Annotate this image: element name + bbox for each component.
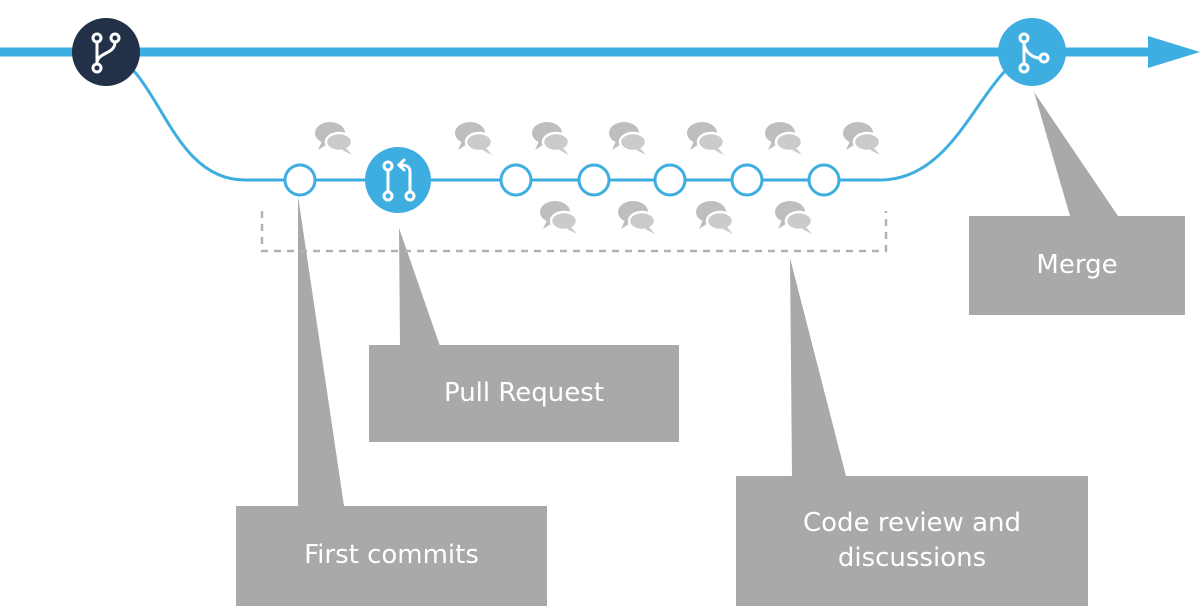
merge-node — [998, 18, 1066, 86]
main-branch-arrowhead — [1148, 36, 1200, 68]
pull-request-callout-pointer — [399, 228, 440, 346]
merge-callout: Merge — [969, 216, 1185, 315]
pull-request-callout: Pull Request — [369, 345, 679, 442]
code-review-callout: Code review and discussions — [736, 476, 1088, 606]
branch-icon — [91, 32, 121, 74]
pull-request-node — [365, 147, 431, 213]
merge-label: Merge — [1036, 249, 1118, 280]
merge-callout-pointer — [1034, 92, 1118, 216]
first-commits-callout: First commits — [236, 506, 547, 606]
commit-node — [577, 163, 611, 197]
commit-nodes — [283, 163, 841, 197]
commit-node — [730, 163, 764, 197]
commit-node — [499, 163, 533, 197]
first-commits-callout-pointer — [298, 196, 344, 506]
commit-node — [807, 163, 841, 197]
feature-branch-line — [107, 50, 1033, 182]
review-bracket — [260, 211, 888, 253]
code-review-label: Code review and discussions — [803, 507, 1021, 573]
code-review-callout-pointer — [790, 258, 846, 476]
pull-request-icon — [382, 158, 416, 202]
pull-request-label: Pull Request — [443, 377, 605, 408]
commit-node — [653, 163, 687, 197]
merge-icon — [1018, 32, 1050, 74]
branch-node — [72, 18, 140, 86]
first-commits-label: First commits — [304, 540, 479, 571]
commit-node — [283, 163, 317, 197]
